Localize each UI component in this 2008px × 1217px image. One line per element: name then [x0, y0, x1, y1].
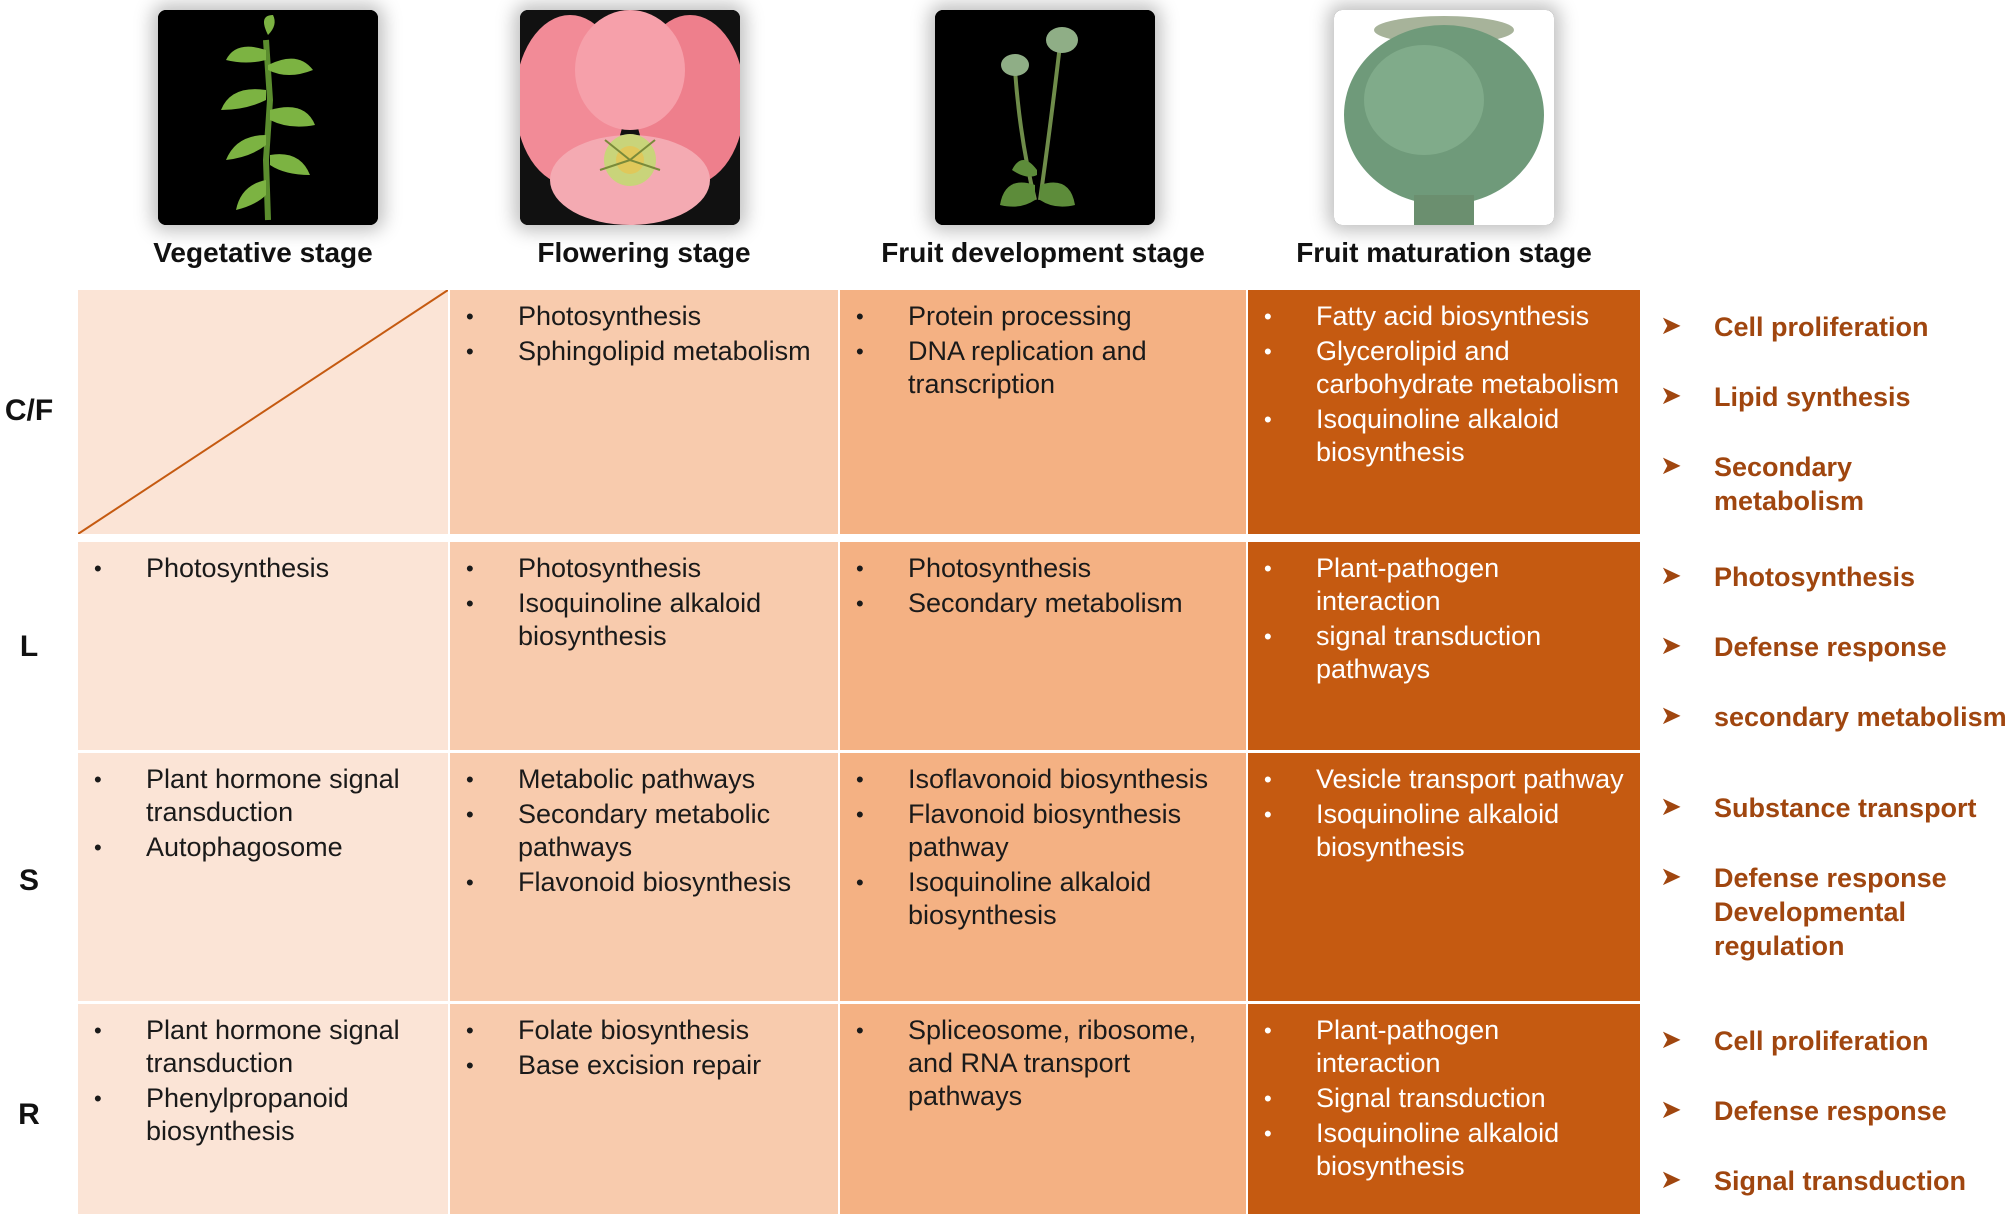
cell-cf-fruit-development: Protein processing DNA replication and t…: [840, 290, 1246, 534]
arrow-right-icon: ➤: [1660, 700, 1682, 730]
list-item: Spliceosome, ribosome, and RNA transport…: [850, 1014, 1236, 1113]
cell-s-flowering: Metabolic pathways Secondary metabolic p…: [450, 753, 838, 1001]
list-item: Metabolic pathways: [460, 763, 828, 796]
row-label-s: S: [18, 864, 39, 897]
arrow-right-icon: ➤: [1660, 1164, 1682, 1194]
empty-cell-diagonal: [78, 290, 448, 534]
cell-r-fruit-maturation: Plant-pathogen interaction Signal transd…: [1248, 1004, 1640, 1214]
list-item: Flavonoid biosynthesis pathway: [850, 798, 1236, 864]
list-item: DNA replication and transcription: [850, 335, 1236, 401]
list-item: Photosynthesis: [460, 552, 828, 585]
row-label-cf: C/F: [4, 394, 54, 427]
list-item: Secondary metabolic pathways: [460, 798, 828, 864]
summary-r: ➤Cell proliferation ➤Defense response ➤S…: [1658, 1024, 2008, 1198]
list-item: Plant hormone signal transduction: [88, 1014, 438, 1080]
list-item: Sphingolipid metabolism: [460, 335, 828, 368]
cell-cf-flowering: Photosynthesis Sphingolipid metabolism: [450, 290, 838, 534]
list-item: Base excision repair: [460, 1049, 828, 1082]
arrow-right-icon: ➤: [1660, 560, 1682, 590]
arrow-right-icon: ➤: [1660, 1094, 1682, 1124]
fruit-development-stage-image: [935, 10, 1155, 225]
vegetative-stage-image: [158, 10, 378, 225]
summary-item: ➤Defense response: [1660, 1094, 1947, 1126]
cell-l-fruit-development: Photosynthesis Secondary metabolism: [840, 542, 1246, 750]
stage-title-flowering: Flowering stage: [537, 237, 751, 268]
cell-s-vegetative: Plant hormone signal transduction Autoph…: [78, 753, 448, 1001]
stage-title-vegetative: Vegetative stage: [153, 237, 373, 268]
cell-r-vegetative: Plant hormone signal transduction Phenyl…: [78, 1004, 448, 1214]
list-item: Protein processing: [850, 300, 1236, 333]
list-item: Isoquinoline alkaloid biosynthesis: [1258, 403, 1630, 469]
list-item: Isoflavonoid biosynthesis: [850, 763, 1236, 796]
cell-r-flowering: Folate biosynthesis Base excision repair: [450, 1004, 838, 1214]
summary-item: ➤Lipid synthesis: [1660, 380, 1911, 412]
summary-cf: ➤Cell proliferation ➤Lipid synthesis ➤Se…: [1658, 310, 2008, 518]
list-item: Fatty acid biosynthesis: [1258, 300, 1630, 333]
cell-s-fruit-maturation: Vesicle transport pathway Isoquinoline a…: [1248, 753, 1640, 1001]
cell-cf-vegetative: [78, 290, 448, 534]
summary-s: ➤Substance transport ➤Defense response D…: [1658, 791, 2008, 963]
list-item: Photosynthesis: [850, 552, 1236, 585]
stage-title-fruit-development: Fruit development stage: [881, 237, 1205, 268]
summary-item: ➤Defense response Developmental regulati…: [1660, 861, 1947, 961]
arrow-right-icon: ➤: [1660, 861, 1682, 891]
cell-s-fruit-development: Isoflavonoid biosynthesis Flavonoid bios…: [840, 753, 1246, 1001]
arrow-right-icon: ➤: [1660, 450, 1682, 480]
list-item: Vesicle transport pathway: [1258, 763, 1630, 796]
list-item: Plant hormone signal transduction: [88, 763, 438, 829]
stage-title-fruit-maturation: Fruit maturation stage: [1296, 237, 1592, 268]
list-item: signal transduction pathways: [1258, 620, 1630, 686]
row-label-r: R: [18, 1098, 40, 1131]
arrow-right-icon: ➤: [1660, 310, 1682, 340]
list-item: Phenylpropanoid biosynthesis: [88, 1082, 438, 1148]
arrow-right-icon: ➤: [1660, 791, 1682, 821]
summary-item: ➤Signal transduction: [1660, 1164, 1967, 1196]
list-item: Isoquinoline alkaloid biosynthesis: [460, 587, 828, 653]
list-item: Plant-pathogen interaction: [1258, 1014, 1630, 1080]
row-label-l: L: [19, 630, 39, 663]
list-item: Photosynthesis: [460, 300, 828, 333]
flowering-stage-image: [520, 10, 740, 225]
list-item: Isoquinoline alkaloid biosynthesis: [1258, 1117, 1630, 1183]
arrow-right-icon: ➤: [1660, 630, 1682, 660]
summary-item: ➤Photosynthesis: [1660, 560, 1916, 592]
list-item: Signal transduction: [1258, 1082, 1630, 1115]
cell-l-fruit-maturation: Plant-pathogen interaction signal transd…: [1248, 542, 1640, 750]
list-item: Isoquinoline alkaloid biosynthesis: [1258, 798, 1630, 864]
cell-r-fruit-development: Spliceosome, ribosome, and RNA transport…: [840, 1004, 1246, 1214]
summary-item: ➤Defense response: [1660, 630, 1947, 662]
list-item: Photosynthesis: [88, 552, 438, 585]
summary-item: ➤Cell proliferation: [1660, 310, 1929, 342]
list-item: Folate biosynthesis: [460, 1014, 828, 1047]
list-item: Plant-pathogen interaction: [1258, 552, 1630, 618]
cell-cf-fruit-maturation: Fatty acid biosynthesis Glycerolipid and…: [1248, 290, 1640, 534]
arrow-right-icon: ➤: [1660, 1024, 1682, 1054]
list-item: Isoquinoline alkaloid biosynthesis: [850, 866, 1236, 932]
cell-l-vegetative: Photosynthesis: [78, 542, 448, 750]
arrow-right-icon: ➤: [1660, 380, 1682, 410]
list-item: Glycerolipid and carbohydrate metabolism: [1258, 335, 1630, 401]
summary-item: ➤secondary metabolism: [1660, 700, 2007, 732]
list-item: Secondary metabolism: [850, 587, 1236, 620]
fruit-maturation-stage-image: [1334, 10, 1554, 225]
list-item: Autophagosome: [88, 831, 438, 864]
summary-item: ➤Secondary metabolism: [1660, 450, 1865, 516]
summary-l: ➤Photosynthesis ➤Defense response ➤secon…: [1658, 560, 2008, 734]
summary-item: ➤Substance transport: [1660, 791, 1977, 823]
list-item: Flavonoid biosynthesis: [460, 866, 828, 899]
cell-l-flowering: Photosynthesis Isoquinoline alkaloid bio…: [450, 542, 838, 750]
summary-item: ➤Cell proliferation: [1660, 1024, 1929, 1056]
